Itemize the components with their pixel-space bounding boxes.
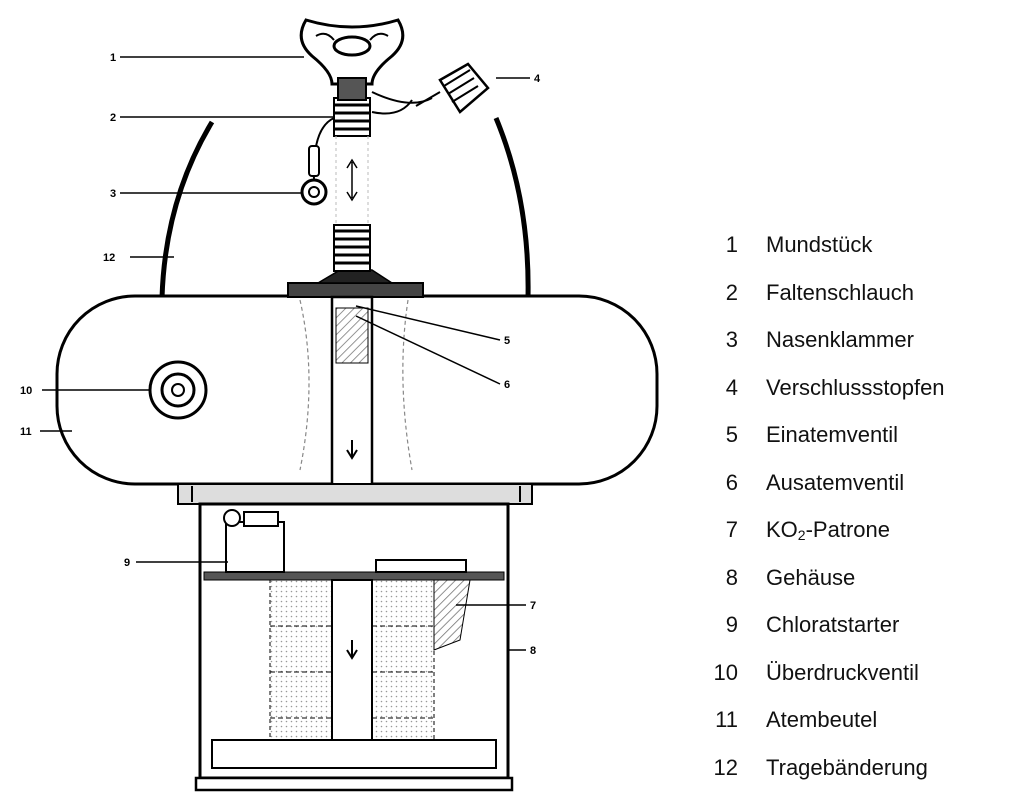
legend-item: 11 Atembeutel <box>700 707 1010 755</box>
callout-2: 2 <box>110 112 116 124</box>
legend-number: 10 <box>713 659 738 685</box>
legend-item: 7 KO2-Patrone <box>700 517 1010 565</box>
legend-number: 9 <box>725 612 738 637</box>
legend-number: 1 <box>725 232 738 257</box>
callout-10: 10 <box>20 385 32 397</box>
legend-label: Nasenklammer <box>766 327 914 352</box>
legend-label: Mundstück <box>766 232 873 257</box>
legend-number: 8 <box>725 564 738 590</box>
mouthpiece <box>299 18 405 101</box>
valve-plate <box>287 282 424 298</box>
legend-item: 9 Chloratstarter <box>700 612 1010 660</box>
legend-item: 4 Verschlussstopfen <box>700 375 1010 423</box>
chlorate-starter <box>223 509 285 573</box>
callout-7: 7 <box>530 600 536 612</box>
legend-number: 6 <box>725 469 738 495</box>
legend-label: Einatemventil <box>766 422 899 447</box>
legend-number: 3 <box>725 327 738 352</box>
legend-number: 11 <box>715 707 738 732</box>
legend-number: 4 <box>725 374 738 400</box>
legend-label: Atembeutel <box>766 707 878 732</box>
callout-1: 1 <box>110 52 116 64</box>
callout-12: 12 <box>103 252 115 264</box>
callout-9: 9 <box>124 557 130 569</box>
legend-label: Überdruckventil <box>766 659 919 685</box>
callout-11: 11 <box>20 426 32 438</box>
legend-number: 12 <box>713 754 738 780</box>
sealing-plug <box>371 62 490 115</box>
ko2-cartridge <box>269 559 471 741</box>
callout-8: 8 <box>530 645 536 657</box>
legend-label: Tragebänderung <box>766 754 928 780</box>
legend-label: Gehäuse <box>766 564 856 590</box>
callout-6: 6 <box>504 379 510 391</box>
legend-item: 10 Überdruckventil <box>700 660 1010 708</box>
callout-4: 4 <box>534 73 541 85</box>
legend-item: 12 Tragebänderung <box>700 755 1010 803</box>
legend-label: Chloratstarter <box>766 612 900 637</box>
legend-number: 7 <box>725 517 738 542</box>
legend-label: Faltenschlauch <box>766 279 914 305</box>
callout-3: 3 <box>110 188 116 200</box>
bag-fold-left <box>299 299 310 471</box>
legend-item: 8 Gehäuse <box>700 565 1010 613</box>
legend-item: 3 Nasenklammer <box>700 327 1010 375</box>
strap-right <box>493 117 531 299</box>
legend-number: 5 <box>725 422 738 447</box>
legend-number: 2 <box>725 279 738 305</box>
strap-left <box>159 120 215 299</box>
bag-fold-right <box>402 299 413 471</box>
legend-item: 6 Ausatemventil <box>700 470 1010 518</box>
corrugated-hose <box>333 97 371 272</box>
legend-label: Ausatemventil <box>766 469 905 495</box>
legend: 1 Mundstück 2 Faltenschlauch 3 Nasenklammer 4 V… <box>700 232 1010 802</box>
nose-clip <box>300 117 335 206</box>
callout-5: 5 <box>504 335 510 347</box>
legend-label: Verschlussstopfen <box>766 374 945 400</box>
legend-item: 5 Einatemventil <box>700 422 1010 470</box>
legend-label: KO2-Patrone <box>766 517 890 543</box>
legend-item: 1 Mundstück <box>700 232 1010 280</box>
legend-item: 2 Faltenschlauch <box>700 280 1010 328</box>
self-rescuer-diagram: 1 2 3 4 5 6 7 8 9 10 11 12 <box>20 18 659 792</box>
housing-collar <box>177 483 533 505</box>
